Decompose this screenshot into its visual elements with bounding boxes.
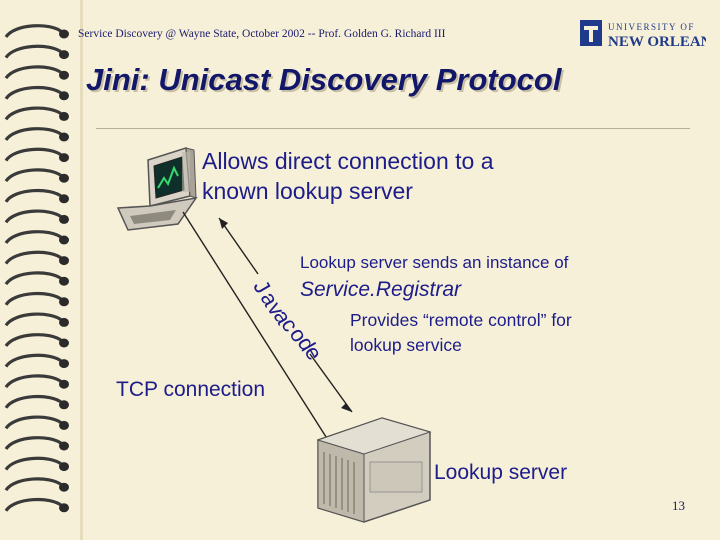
spiral-hole (59, 297, 69, 307)
spiral-hole (59, 317, 69, 327)
bullet-main-line1: Allows direct connection to a (202, 148, 494, 174)
spiral-hole (59, 441, 69, 451)
bullet-lookup-sends: Lookup server sends an instance of (300, 253, 569, 272)
lookup-server-label: Lookup server (434, 461, 568, 484)
spiral-ring (4, 291, 64, 306)
spiral-hole (59, 194, 69, 204)
spiral-hole (59, 50, 69, 60)
spiral-hole (59, 29, 69, 39)
spiral-ring (4, 127, 64, 142)
spiral-ring (4, 374, 64, 389)
spiral-ring (4, 456, 64, 471)
server-icon (316, 417, 432, 523)
spiral-hole (59, 462, 69, 472)
computer-icon (116, 147, 198, 231)
logo-top-text: UNIVERSITY OF (608, 22, 695, 32)
spiral-hole (59, 256, 69, 266)
spiral-ring (4, 271, 64, 286)
spiral-hole (59, 70, 69, 80)
bullet-main-line2: known lookup server (202, 178, 413, 204)
spiral-hole (59, 338, 69, 348)
spiral-hole (59, 214, 69, 224)
spiral-ring (4, 394, 64, 409)
slide-title: Jini: Unicast Discovery Protocol (86, 62, 562, 97)
spiral-hole (59, 400, 69, 410)
spiral-hole (59, 503, 69, 513)
spiral-hole (59, 379, 69, 389)
spiral-ring (4, 188, 64, 203)
spiral-ring (4, 168, 64, 183)
spiral-ring (4, 312, 64, 327)
spiral-ring (4, 65, 64, 80)
bullet-remote-line2: lookup service (350, 335, 462, 355)
spiral-ring (4, 250, 64, 265)
spiral-ring (4, 477, 64, 492)
spiral-ring (4, 24, 64, 39)
spiral-ring (4, 415, 64, 430)
spiral-hole (59, 482, 69, 492)
spiral-hole (59, 173, 69, 183)
spiral-ring (4, 353, 64, 368)
spiral-hole (59, 111, 69, 121)
spiral-ring (4, 436, 64, 451)
spiral-hole (59, 153, 69, 163)
page-edge (80, 0, 83, 540)
spiral-hole (59, 359, 69, 369)
spiral-ring (4, 209, 64, 224)
title-divider (96, 128, 690, 129)
spiral-ring (4, 230, 64, 245)
spiral-ring (4, 497, 64, 512)
spiral-ring (4, 333, 64, 348)
spiral-ring (4, 85, 64, 100)
tcp-connection-label: TCP connection (116, 378, 266, 401)
spiral-ring (4, 147, 64, 162)
bullet-registrar: Service.Registrar (300, 278, 462, 301)
page-number: 13 (672, 498, 685, 513)
spiral-binding (4, 24, 69, 513)
bullet-remote-line1: Provides “remote control” for (350, 310, 572, 330)
spiral-hole (59, 132, 69, 142)
spiral-hole (59, 276, 69, 286)
spiral-ring (4, 44, 64, 59)
university-logo: UNIVERSITY OF NEW ORLEANS (580, 20, 706, 50)
spiral-hole (59, 420, 69, 430)
spiral-hole (59, 91, 69, 101)
spiral-hole (59, 235, 69, 245)
spiral-ring (4, 106, 64, 121)
logo-bottom-text: NEW ORLEANS (608, 34, 706, 50)
slide-header: Service Discovery @ Wayne State, October… (78, 28, 446, 40)
